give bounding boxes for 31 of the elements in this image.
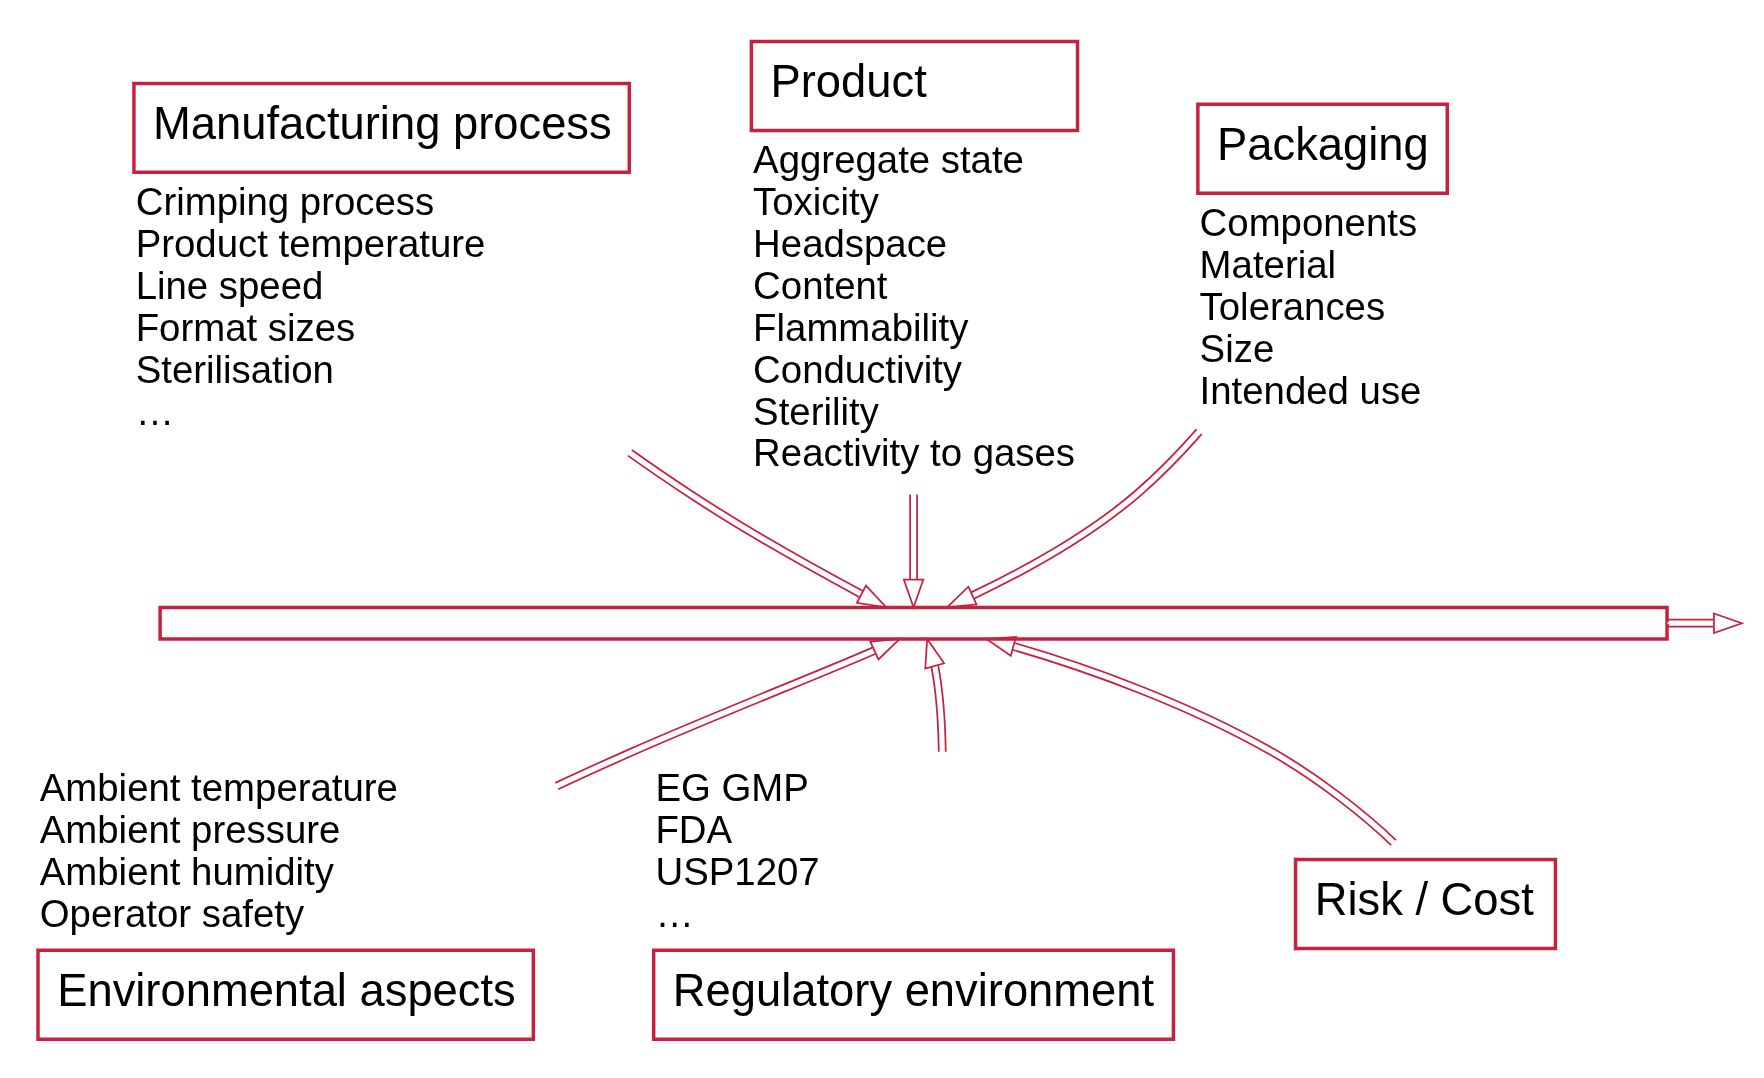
node-label: Aggregate state [753, 137, 1024, 181]
node-label: Line speed [135, 263, 324, 307]
node-label: Sterilisation [135, 347, 334, 391]
node-box: Manufacturing process [132, 81, 631, 174]
node-label: Crimping process [135, 179, 435, 223]
node-box: Risk / Cost [1293, 857, 1558, 950]
arrow [944, 428, 1203, 608]
node-label: … [135, 389, 175, 433]
node-label: Intended use [1199, 368, 1422, 412]
arrow [626, 448, 889, 608]
arrow [902, 493, 925, 610]
node-label: Operator safety [39, 891, 305, 935]
node-box: Product [749, 39, 1080, 132]
node-label: Components [1199, 200, 1418, 244]
node-bar [158, 605, 1669, 641]
node-label: … [655, 891, 694, 935]
node-label: Tolerances [1199, 284, 1386, 328]
node-label: Size [1199, 326, 1275, 370]
node-box: Packaging [1196, 102, 1450, 195]
node-label: FDA [655, 807, 733, 851]
node-label: USP1207 [655, 849, 820, 893]
node-label: Ambient temperature [39, 765, 398, 809]
node-box: Regulatory environment [651, 948, 1176, 1041]
node-label: EG GMP [655, 765, 809, 809]
node-box: Environmental aspects [36, 948, 536, 1041]
node-label: Sterility [753, 389, 879, 433]
arrow [1666, 611, 1745, 634]
arrow [983, 635, 1397, 846]
arrow [554, 637, 903, 790]
node-label: Flammability [753, 305, 969, 349]
arrow [924, 636, 947, 753]
